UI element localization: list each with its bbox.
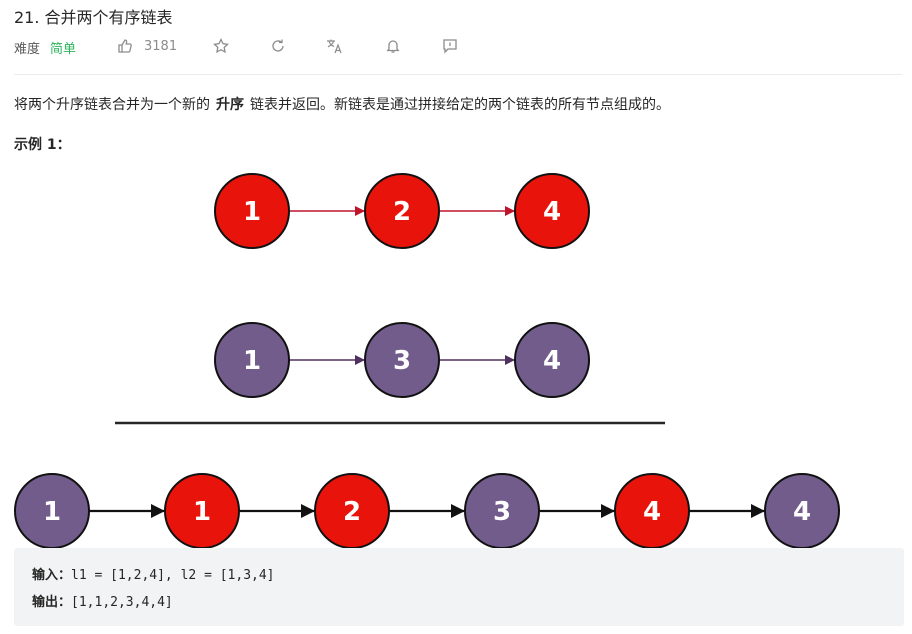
node-value: 1 xyxy=(243,346,261,376)
node-value: 1 xyxy=(43,497,61,527)
like-button[interactable]: 3181 xyxy=(116,37,177,55)
difficulty-label: 难度 xyxy=(14,41,41,57)
list2: 1 3 4 xyxy=(214,322,590,398)
node-circle xyxy=(364,322,440,398)
list1: 1 2 4 xyxy=(214,173,590,249)
linked-list-diagram: 1 2 4 1 3 4 1 1 2 3 4 4 xyxy=(14,173,840,549)
list-node: 4 xyxy=(514,322,590,398)
difficulty-badge: 简单 xyxy=(50,41,77,57)
star-icon[interactable] xyxy=(212,37,230,55)
example-code-block: 输入：l1 = [1,2,4], l2 = [1,3,4] 输出：[1,1,2,… xyxy=(14,548,904,626)
output-label: 输出： xyxy=(32,595,72,610)
problem-title: 21. 合并两个有序链表 xyxy=(14,8,173,27)
example-output: 输出：[1,1,2,3,4,4] xyxy=(32,591,173,610)
node-value: 4 xyxy=(543,346,561,376)
header-divider xyxy=(14,74,902,75)
list-node: 4 xyxy=(614,473,690,549)
list-node: 1 xyxy=(164,473,240,549)
node-value: 4 xyxy=(793,497,811,527)
node-value: 3 xyxy=(393,346,411,376)
node-value: 2 xyxy=(393,197,411,227)
translate-icon[interactable] xyxy=(326,37,344,55)
output-value: [1,1,2,3,4,4] xyxy=(71,595,173,610)
node-value: 4 xyxy=(643,497,661,527)
feedback-icon[interactable] xyxy=(441,37,459,55)
problem-description: 将两个升序链表合并为一个新的升序链表并返回。新链表是通过拼接给定的两个链表的所有… xyxy=(14,94,670,114)
thumbs-up-icon xyxy=(116,37,134,55)
list-node: 4 xyxy=(764,473,840,549)
list-node: 2 xyxy=(314,473,390,549)
node-value: 3 xyxy=(493,497,511,527)
node-value: 2 xyxy=(343,497,361,527)
like-count: 3181 xyxy=(144,38,178,54)
list-node: 1 xyxy=(14,473,90,549)
input-value: l1 = [1,2,4], l2 = [1,3,4] xyxy=(71,568,275,583)
example-input: 输入：l1 = [1,2,4], l2 = [1,3,4] xyxy=(32,564,275,583)
node-circle xyxy=(514,322,590,398)
list-node: 2 xyxy=(364,173,440,249)
node-circle xyxy=(514,173,590,249)
list-node: 1 xyxy=(214,173,290,249)
description-bold: 升序 xyxy=(216,97,244,113)
merged-list: 1 1 2 3 4 4 xyxy=(14,473,840,549)
list-node: 3 xyxy=(364,322,440,398)
share-icon[interactable] xyxy=(269,37,287,55)
node-value: 1 xyxy=(193,497,211,527)
list-node: 4 xyxy=(514,173,590,249)
node-circle xyxy=(364,173,440,249)
description-text-2: 链表并返回。新链表是通过拼接给定的两个链表的所有节点组成的。 xyxy=(250,97,670,113)
description-text-1: 将两个升序链表合并为一个新的 xyxy=(14,97,210,113)
node-value: 4 xyxy=(543,197,561,227)
problem-meta: 难度 简单 xyxy=(14,36,76,58)
bell-icon[interactable] xyxy=(384,37,402,55)
node-value: 1 xyxy=(243,197,261,227)
example-title: 示例 1： xyxy=(14,137,71,153)
node-circle xyxy=(214,322,290,398)
input-label: 输入： xyxy=(32,568,72,583)
node-circle xyxy=(214,173,290,249)
list-node: 1 xyxy=(214,322,290,398)
list-node: 3 xyxy=(464,473,540,549)
